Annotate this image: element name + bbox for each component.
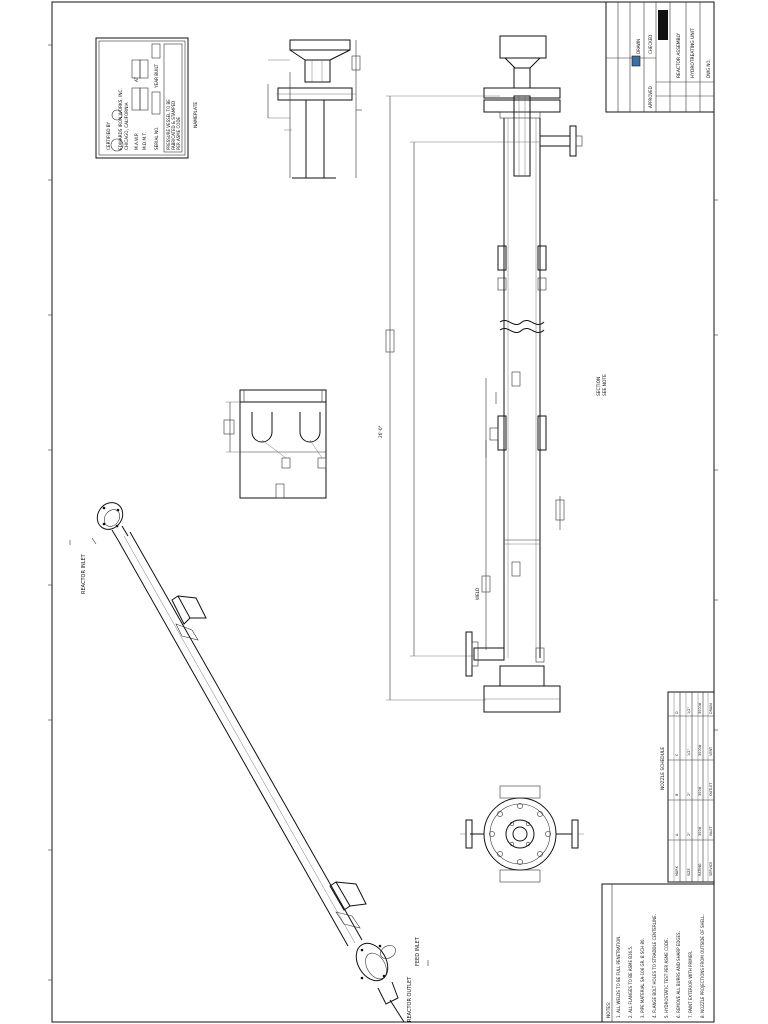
ns-row-d-rating: 3000# xyxy=(698,702,702,714)
tb-drawn: DRAWN xyxy=(636,39,641,54)
company-logo-icon xyxy=(631,55,641,67)
u-stamp-icon xyxy=(111,109,123,121)
ns-header-service: SERVICE xyxy=(709,862,713,876)
ns-row-b-rating: 300# xyxy=(698,787,702,796)
notes-title: NOTES: xyxy=(606,1002,612,1018)
np-location: CHICAGO, CALIFORNIA xyxy=(124,102,129,150)
ns-header-size: SIZE xyxy=(687,868,691,876)
tb-title-2: HYDROTREATING UNIT xyxy=(690,28,696,78)
note-line-1: 1. ALL WELDS TO BE FULL PENETRATION. xyxy=(616,936,621,1019)
ns-row-d-size: 1/2" xyxy=(687,707,691,714)
np-note-1: PRESSURE VESSEL TO BE xyxy=(166,99,171,150)
ns-row-a-rating: 300# xyxy=(698,827,702,836)
section-note: SECTION SEE NOTE xyxy=(596,374,608,396)
iso-feed-inlet-label: FEED INLET xyxy=(415,936,421,966)
np-certified: CERTIFIED BY xyxy=(106,122,111,150)
iso-lower-label: REACTOR OUTLET xyxy=(407,976,413,1022)
asme-stamp-icon xyxy=(110,138,124,152)
tb-dwg-no: DWG NO. xyxy=(706,59,711,78)
ns-row-b: B xyxy=(675,793,679,796)
note-line-7: 7. PAINT EXTERIOR WITH PRIMER. xyxy=(688,951,693,1018)
ns-row-d: D xyxy=(675,711,679,714)
tb-approved: APPROVED xyxy=(648,86,653,108)
note-line-5: 5. HYDROSTATIC TEST PER ASME CODE. xyxy=(664,938,669,1018)
section-view: 26'-0" WELD xyxy=(378,35,583,713)
np-year: YEAR BUILT xyxy=(154,64,159,89)
np-mawp: M.A.W.P. xyxy=(134,133,139,150)
end-view xyxy=(460,785,584,883)
tb-title-1: REACTOR ASSEMBLY xyxy=(676,33,682,78)
ns-row-b-size: 2" xyxy=(687,792,691,796)
note-line-6: 6. REMOVE ALL BURRS AND SHARP EDGES. xyxy=(676,931,681,1018)
np-serial: SERIAL NO. xyxy=(154,126,159,150)
np-company: EDWARDS IRON WORKS, INC. xyxy=(118,88,123,150)
ns-header-rating: RATING xyxy=(698,863,702,876)
np-note-2: FABRICATED & STAMPED xyxy=(171,101,176,150)
nameplate-detail: CERTIFIED BY EDWARDS IRON WORKS, INC. CH… xyxy=(95,37,199,159)
nozzle-schedule-title: NOZZLE SCHEDULE xyxy=(660,747,666,790)
np-note-3: PER ASME CODE xyxy=(176,116,181,150)
sheet-border xyxy=(51,1,715,1023)
dim-weld: WELD xyxy=(475,588,480,600)
note-line-8: 8. NOZZLE PROJECTIONS FROM OUTSIDE OF SH… xyxy=(700,914,705,1018)
logo-block-icon xyxy=(658,10,668,40)
iso-upper-label: REACTOR INLET xyxy=(81,553,87,594)
ns-row-d-service: DRAIN xyxy=(709,703,713,714)
ns-row-a-size: 2" xyxy=(687,832,691,836)
ns-row-a-service: INLET xyxy=(709,825,713,836)
notes-block: NOTES: 1. ALL WELDS TO BE FULL PENETRATI… xyxy=(601,883,715,1023)
ns-row-c-size: 1/2" xyxy=(687,749,691,756)
np-at: AT xyxy=(134,76,139,82)
ns-row-c-service: VENT xyxy=(709,746,713,756)
np-mdmt: M.D.M.T. xyxy=(142,132,147,150)
ns-header-mark: MARK xyxy=(675,865,679,876)
section-note-line2: SEE NOTE xyxy=(602,374,608,396)
dim-length: 26'-0" xyxy=(378,425,383,438)
nozzle-detail xyxy=(267,39,362,179)
ns-row-a: A xyxy=(675,833,679,836)
note-line-2: 2. ALL FLANGES TO BE ASME B16.5. xyxy=(628,946,633,1018)
ns-row-c: C xyxy=(675,753,679,756)
title-block: DRAWN CHECKED APPROVED REACTOR ASSEMBLY … xyxy=(605,1,715,113)
note-line-3: 3. PIPE MATERIAL SA-106 GR. B SCH 80. xyxy=(640,938,645,1018)
section-note-title: SECTION xyxy=(596,377,602,396)
tb-checked: CHECKED xyxy=(648,35,653,54)
note-line-4: 4. FLANGE BOLT HOLES TO STRADDLE CENTERL… xyxy=(652,914,657,1018)
nozzle-schedule: NOZZLE SCHEDULE MARK SIZE RATING SERVICE… xyxy=(660,691,715,883)
zone-ticks xyxy=(48,44,718,981)
isometric-view: REACTOR INLET FEED INLET REACTOR OUTLET xyxy=(69,502,429,1023)
bracket-detail xyxy=(223,389,327,499)
ns-row-b-service: OUTLET xyxy=(709,782,713,796)
np-caption: NAMEPLATE xyxy=(193,102,199,128)
ns-row-c-rating: 3000# xyxy=(698,744,702,756)
